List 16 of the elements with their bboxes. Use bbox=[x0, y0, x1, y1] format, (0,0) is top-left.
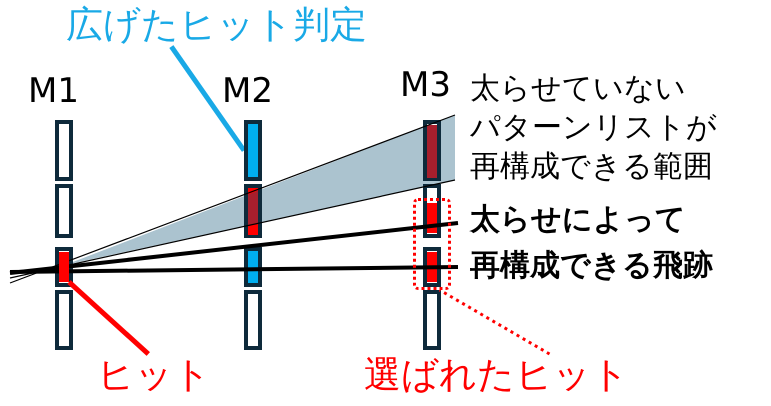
leader-line bbox=[169, 45, 246, 152]
selection-box bbox=[413, 198, 451, 290]
callout-label: 選ばれたヒット bbox=[364, 354, 629, 397]
layer-label: M3 bbox=[400, 66, 451, 106]
callout-label: ヒット bbox=[97, 354, 211, 397]
hit-detector-strip bbox=[244, 120, 262, 181]
annotation-text: 太らせていない bbox=[470, 72, 686, 106]
annotation-text: パターンリストが bbox=[470, 111, 717, 146]
callout-label: 広げたヒット判定 bbox=[66, 4, 367, 47]
annotation-bold: 太らせによって bbox=[470, 203, 686, 238]
leader-line bbox=[438, 288, 550, 356]
layer-label: M2 bbox=[222, 72, 273, 112]
annotation-bold: 再構成できる飛跡 bbox=[470, 249, 713, 284]
annotation-text: 再構成できる範囲 bbox=[470, 150, 713, 184]
layer-label: M1 bbox=[28, 72, 79, 112]
leader-line bbox=[67, 280, 150, 356]
